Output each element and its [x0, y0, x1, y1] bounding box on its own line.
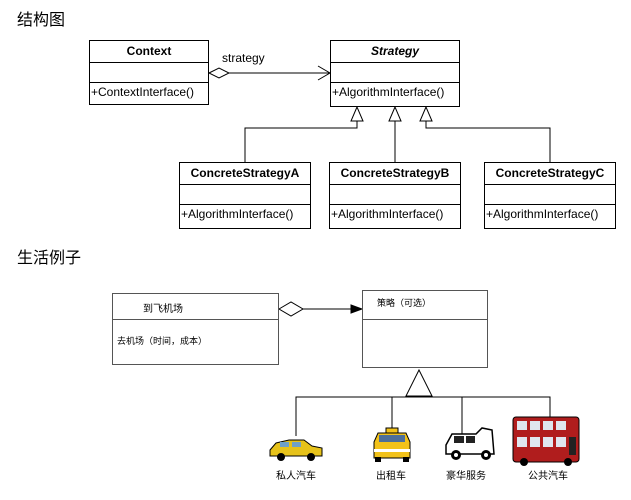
bus-label: 公共汽车	[528, 471, 568, 482]
context-class-box: Context +ContextInterface()	[89, 40, 209, 105]
concrete-strategy-a-operation: +AlgorithmInterface()	[181, 207, 294, 221]
aggregation-diamond	[207, 67, 231, 79]
example-branch-line	[295, 396, 551, 436]
concrete-strategy-b-attributes	[330, 185, 460, 205]
bus-icon	[512, 416, 580, 466]
example-association-arrowhead	[350, 304, 364, 314]
inheritance-line-a	[244, 121, 358, 162]
context-attributes	[90, 63, 208, 83]
limousine-label: 豪华服务	[446, 471, 486, 482]
concrete-strategy-c-name: ConcreteStrategyC	[485, 163, 615, 185]
example-inheritance-triangle	[405, 368, 433, 397]
inheritance-triangle-c	[419, 105, 433, 122]
inheritance-triangle-b	[388, 105, 402, 122]
private-car-label: 私人汽车	[276, 471, 316, 482]
concrete-strategy-c-operation: +AlgorithmInterface()	[486, 207, 599, 221]
concrete-strategy-c-attributes	[485, 185, 615, 205]
private-car-icon	[269, 439, 323, 461]
context-class-name: Context	[90, 41, 208, 63]
airport-class-box: 到飞机场 去机场（时间，成本）	[112, 293, 279, 365]
concrete-strategy-a-attributes	[180, 185, 310, 205]
structure-heading: 结构图	[17, 10, 66, 29]
concrete-strategy-b-name: ConcreteStrategyB	[330, 163, 460, 185]
example-heading: 生活例子	[17, 248, 82, 267]
concrete-strategy-b-box: ConcreteStrategyB +AlgorithmInterface()	[329, 162, 461, 229]
strategy-operation: +AlgorithmInterface()	[332, 85, 445, 99]
concrete-strategy-c-box: ConcreteStrategyC +AlgorithmInterface()	[484, 162, 616, 229]
strategy-attributes	[331, 63, 459, 83]
taxi-icon	[373, 427, 411, 462]
taxi-label: 出租车	[376, 471, 406, 482]
example-aggregation-diamond	[278, 301, 304, 317]
example-strategy-divider	[363, 319, 487, 320]
airport-class-name: 到飞机场	[143, 304, 183, 315]
concrete-strategy-a-name: ConcreteStrategyA	[180, 163, 310, 185]
inheritance-line-c	[425, 121, 551, 162]
strategy-class-name: Strategy	[331, 41, 459, 63]
strategy-class-box: Strategy +AlgorithmInterface()	[330, 40, 460, 107]
example-strategy-class-box: 策略（可选）	[362, 290, 488, 368]
airport-divider	[113, 319, 278, 320]
limousine-icon	[445, 427, 495, 460]
inheritance-triangle-a	[350, 105, 364, 122]
example-strategy-name: 策略（可选）	[377, 299, 432, 309]
association-label: strategy	[222, 51, 265, 65]
context-operation: +ContextInterface()	[91, 85, 195, 99]
airport-operation: 去机场（时间，成本）	[117, 337, 208, 347]
concrete-strategy-b-operation: +AlgorithmInterface()	[331, 207, 444, 221]
concrete-strategy-a-box: ConcreteStrategyA +AlgorithmInterface()	[179, 162, 311, 229]
